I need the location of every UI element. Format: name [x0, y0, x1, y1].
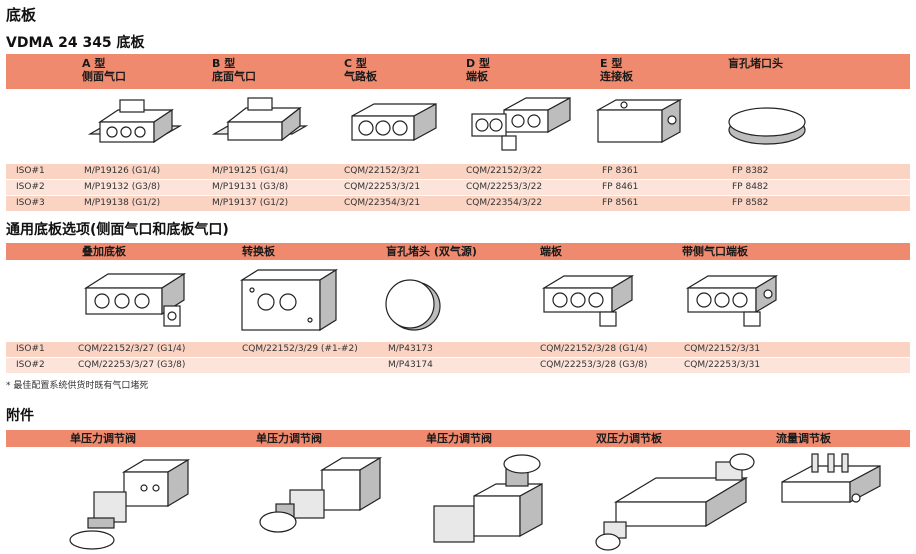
cell-type-a: M/P19126 (G1/4): [84, 166, 161, 176]
cell-end-plate-side: CQM/22253/3/31: [684, 360, 761, 370]
table1-row: ISO#1 M/P19126 (G1/4) M/P19125 (G1/4) CQ…: [6, 164, 910, 179]
cell-type-b: M/P19125 (G1/4): [212, 166, 289, 176]
row-label: ISO#1: [16, 166, 45, 176]
product-image-stacking: [83, 272, 187, 327]
cell-blind-plug: FP 8482: [732, 182, 769, 192]
accessories-header-regulator-1: 单压力调节阀: [70, 432, 136, 445]
cell-type-b: M/P19137 (G1/2): [212, 198, 289, 208]
cell-type-d: CQM/22253/3/22: [466, 182, 543, 192]
table2-row: ISO#1 CQM/22152/3/27 (G1/4) CQM/22152/3/…: [6, 342, 910, 357]
accessories-header-band: [6, 430, 910, 447]
section-title-base: 底板: [6, 6, 37, 24]
table1-header-type-e: E 型连接板: [600, 57, 633, 83]
product-image-type-d: [471, 96, 571, 151]
product-image-dual-regulator: [595, 453, 755, 551]
product-image-adapter: [239, 268, 339, 332]
table2-header-blind-plug-dual: 盲孔堵头 (双气源): [386, 245, 477, 258]
product-image-regulator-3: [433, 454, 543, 543]
cell-type-d: CQM/22354/3/22: [466, 198, 543, 208]
accessories-header-dual-regulator: 双压力调节板: [596, 432, 662, 445]
section-title-vdma: VDMA 24 345 底板: [6, 35, 145, 51]
product-image-blind-plug: [728, 107, 806, 145]
table2-header-adapter: 转换板: [242, 245, 275, 258]
cell-end-plate: CQM/22152/3/28 (G1/4): [540, 344, 648, 354]
table2-row: ISO#2 CQM/22253/3/27 (G3/8) M/P43174 CQM…: [6, 358, 910, 373]
cell-adapter: CQM/22152/3/29 (#1-#2): [242, 344, 358, 354]
cell-stacking: CQM/22152/3/27 (G1/4): [78, 344, 186, 354]
product-image-type-e: [595, 98, 683, 144]
table1-header-type-c: C 型气路板: [344, 57, 377, 83]
cell-type-e: FP 8561: [602, 198, 639, 208]
cell-type-e: FP 8361: [602, 166, 639, 176]
product-image-end-plate-side: [685, 274, 779, 327]
cell-type-b: M/P19131 (G3/8): [212, 182, 289, 192]
cell-blind-plug-dual: M/P43174: [388, 360, 433, 370]
cell-type-c: CQM/22354/3/21: [344, 198, 421, 208]
table1-header-band: [6, 54, 910, 89]
cell-type-d: CQM/22152/3/22: [466, 166, 543, 176]
section-title-accessories: 附件: [6, 408, 34, 424]
cell-end-plate-side: CQM/22152/3/31: [684, 344, 761, 354]
cell-type-c: CQM/22253/3/21: [344, 182, 421, 192]
cell-blind-plug-dual: M/P43173: [388, 344, 433, 354]
product-image-type-b: [211, 97, 309, 142]
cell-stacking: CQM/22253/3/27 (G3/8): [78, 360, 186, 370]
table1-header-type-b: B 型底面气口: [212, 57, 256, 83]
accessories-header-regulator-3: 单压力调节阀: [426, 432, 492, 445]
section-title-options: 通用底板选项(侧面气口和底板气口): [6, 222, 229, 238]
cell-blind-plug: FP 8582: [732, 198, 769, 208]
row-label: ISO#2: [16, 360, 45, 370]
table2-header-band: [6, 243, 910, 260]
table1-header-type-a: A 型侧面气口: [82, 57, 126, 83]
product-image-regulator-2: [259, 456, 383, 533]
cell-type-e: FP 8461: [602, 182, 639, 192]
cell-type-a: M/P19132 (G3/8): [84, 182, 161, 192]
product-image-regulator-1: [69, 458, 191, 550]
product-image-type-c: [351, 102, 437, 142]
table1-row: ISO#3 M/P19138 (G1/2) M/P19137 (G1/2) CQ…: [6, 196, 910, 211]
row-label: ISO#2: [16, 182, 45, 192]
product-image-flow-control: [781, 453, 881, 503]
table2-header-end-plate: 端板: [540, 245, 562, 258]
cell-blind-plug: FP 8382: [732, 166, 769, 176]
cell-end-plate: CQM/22253/3/28 (G3/8): [540, 360, 648, 370]
product-image-type-a: [87, 99, 183, 144]
row-label: ISO#1: [16, 344, 45, 354]
table2-header-stacking: 叠加底板: [82, 245, 126, 258]
table1-header-blind-plug: 盲孔堵口头: [728, 57, 783, 70]
table1-row: ISO#2 M/P19132 (G3/8) M/P19131 (G3/8) CQ…: [6, 180, 910, 195]
cell-type-a: M/P19138 (G1/2): [84, 198, 161, 208]
accessories-header-regulator-2: 单压力调节阀: [256, 432, 322, 445]
row-label: ISO#3: [16, 198, 45, 208]
table1-header-type-d: D 型端板: [466, 57, 490, 83]
product-image-end-plate: [541, 274, 635, 327]
table2-header-end-plate-side: 带侧气口端板: [682, 245, 748, 258]
cell-type-c: CQM/22152/3/21: [344, 166, 421, 176]
accessories-header-flow-control: 流量调节板: [776, 432, 831, 445]
footnote: * 最佳配置系统供货时既有气口堵死: [6, 381, 149, 391]
product-image-blind-plug-dual: [385, 279, 441, 331]
